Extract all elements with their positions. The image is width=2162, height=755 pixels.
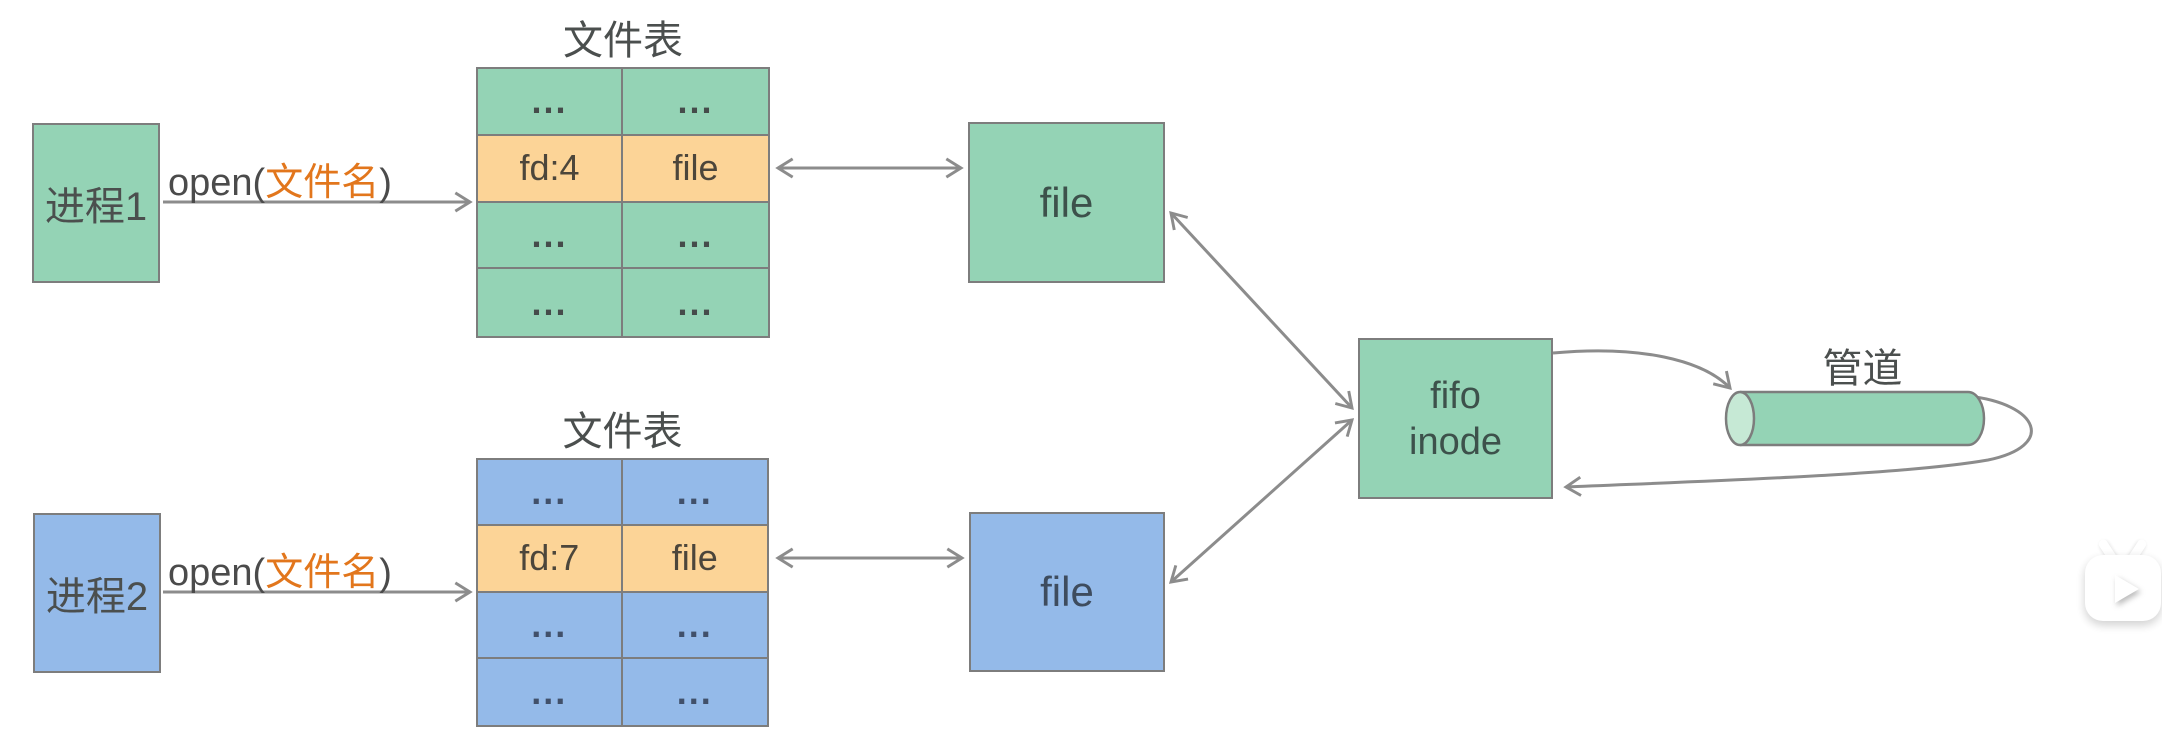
open-call-arg-bottom: 文件名: [265, 552, 380, 594]
table2-cell-r0c0: ...: [478, 460, 623, 527]
file-struct-top-box: file: [968, 122, 1165, 283]
fifo-inode-label-line1: fifo: [1430, 374, 1481, 417]
table1-cell-r0c0: ...: [478, 69, 623, 136]
table1-cell-r3c0: ...: [478, 269, 623, 336]
file-table2: ... ... fd:7 file ... ... ... ...: [476, 458, 769, 727]
open-call-arg-top: 文件名: [265, 162, 380, 204]
table2-cell-r0c1: ...: [622, 460, 767, 527]
pipe-cylinder-left-cap: [1724, 390, 1756, 447]
pipe-cylinder-body: [1740, 390, 1986, 447]
arrow-file-bottom-to-fifo-inode: [1168, 418, 1355, 584]
arrow-file-top-to-fifo-inode: [1169, 210, 1354, 411]
process2-label: 进程2: [45, 575, 149, 619]
table1-cell-fd4: fd:4: [478, 135, 623, 203]
table1-cell-r3c1: ...: [623, 269, 768, 336]
process2-box: 进程2: [33, 513, 161, 673]
table1-cell-r2c1: ...: [623, 202, 768, 270]
table1-cell-r0c1: ...: [623, 69, 768, 136]
table2-cell-r3c0: ...: [478, 658, 623, 725]
pipe-cylinder: [1724, 390, 1986, 447]
table2-cell-r2c1: ...: [622, 592, 767, 659]
file-struct-bottom-box: file: [969, 512, 1165, 672]
table1-cell-r2c0: ...: [478, 202, 623, 270]
open-call-suffix-bottom: ): [379, 552, 392, 594]
open-call-label-bottom: open(文件名): [168, 541, 392, 596]
open-call-suffix-top: ): [379, 162, 392, 204]
process1-label: 进程1: [44, 185, 148, 229]
table2-cell-fd7: fd:7: [478, 526, 623, 593]
watermark-tv-body: [2085, 555, 2161, 621]
arrow-fifo-inode-to-pipe: [1552, 349, 1732, 390]
pipe-label: 管道: [1822, 347, 1903, 391]
fifo-inode-box: fifo inode: [1358, 338, 1553, 499]
table1-cell-file: file: [623, 135, 768, 203]
table2-cell-r3c1: ...: [622, 658, 767, 725]
arrow-pipe-to-fifo-inode: [1563, 394, 2033, 497]
table2-cell-file: file: [622, 526, 767, 593]
file-struct-top-label: file: [1039, 178, 1094, 226]
bilibili-play-watermark-icon: [2082, 534, 2162, 630]
file-table1: ... ... fd:4 file ... ... ... ...: [476, 67, 770, 338]
watermark-play-triangle-icon: [2115, 575, 2139, 603]
file-struct-bottom-label: file: [1040, 568, 1094, 615]
table2-cell-r2c0: ...: [478, 592, 623, 659]
open-call-prefix-top: open(: [168, 162, 266, 204]
fifo-inode-label-line2: inode: [1409, 420, 1502, 463]
open-call-label-top: open(文件名): [168, 151, 392, 206]
open-call-prefix-bottom: open(: [168, 552, 266, 594]
file-table2-title: 文件表: [562, 410, 683, 454]
file-table1-title: 文件表: [563, 19, 683, 63]
fifo-inode-label: fifo inode: [1409, 373, 1502, 465]
process1-box: 进程1: [32, 123, 160, 283]
